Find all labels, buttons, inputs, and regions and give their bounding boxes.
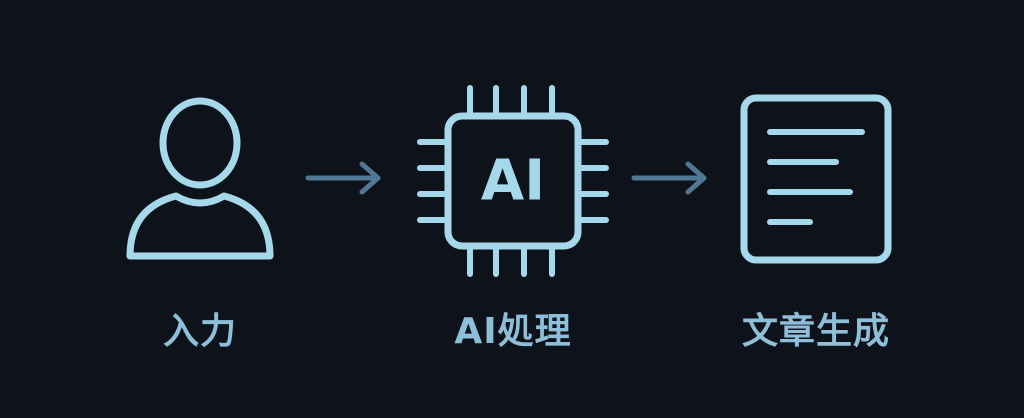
arrow-right-icon — [631, 161, 707, 195]
step-label-text-generation: 文章生成 — [741, 311, 890, 352]
step-label-input: 入力 — [162, 311, 237, 352]
ai-chip-text: AI — [481, 149, 545, 214]
step-label-ai-processing: AI処理 — [454, 311, 572, 352]
arrow-right-icon — [305, 161, 381, 195]
document-icon — [740, 94, 892, 264]
user-icon — [126, 97, 274, 260]
ai-chip-icon: AI — [417, 85, 609, 277]
